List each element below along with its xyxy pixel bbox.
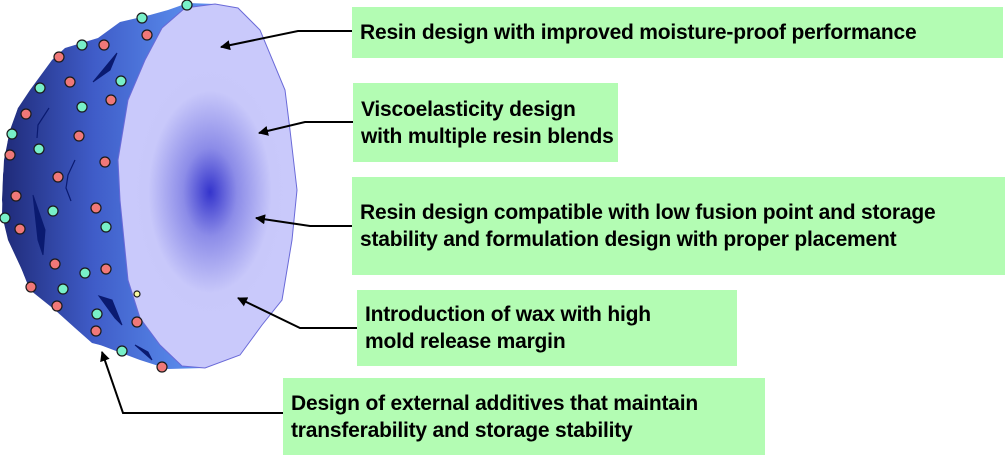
toner-shell-back <box>2 3 205 369</box>
callout-text: Resin design with improved moisture-proo… <box>360 21 917 44</box>
crack-line <box>65 159 76 202</box>
additive-particle-teal <box>33 143 45 155</box>
additive-particle-teal <box>57 283 69 295</box>
additive-particle-red <box>131 316 143 328</box>
callout-text: Introduction of wax with high <box>365 303 651 326</box>
additive-particle-teal <box>115 75 127 87</box>
arrow-4 <box>237 297 357 329</box>
callout-text: stability and formulation design with pr… <box>360 228 897 251</box>
additive-particle-yellow <box>133 290 141 298</box>
additive-particle-teal <box>34 82 46 94</box>
additive-particle-red <box>53 51 65 63</box>
additive-particle-red <box>20 108 32 120</box>
additive-particle-teal <box>6 128 18 140</box>
additive-particle-teal <box>181 0 193 11</box>
additive-particle-teal <box>76 39 88 51</box>
additive-particle-red <box>90 202 102 214</box>
callout-wax: Introduction of wax with high mold relea… <box>357 290 737 366</box>
callout-text: mold release margin <box>365 330 566 353</box>
additive-particle-teal <box>136 12 148 24</box>
additive-particle-teal <box>76 101 88 113</box>
additive-particle-teal <box>100 221 112 233</box>
additive-particle-red <box>73 130 85 142</box>
additive-particle-red <box>99 156 111 168</box>
additive-particle-red <box>105 94 117 106</box>
arrow-5 <box>100 351 283 414</box>
arrow-3 <box>255 214 352 227</box>
wax-domain <box>97 295 123 326</box>
callout-moisture-proof: Resin design with improved moisture-proo… <box>352 7 1003 58</box>
external-additives <box>0 0 193 373</box>
additive-particle-teal <box>0 212 11 224</box>
callout-text: with multiple resin blends <box>361 124 614 148</box>
additive-particle-red <box>52 171 64 183</box>
callout-text: Resin design compatible with low fusion … <box>360 201 936 224</box>
arrow-1 <box>220 30 352 51</box>
additive-particle-red <box>4 149 16 161</box>
crack-line <box>36 107 50 139</box>
additive-particle-red <box>49 258 61 270</box>
additive-particle-red <box>51 300 63 312</box>
additive-particle-red <box>98 39 110 51</box>
additive-particle-red <box>90 325 102 337</box>
additive-particle-teal <box>91 308 103 320</box>
callout-low-fusion-resin: Resin design compatible with low fusion … <box>352 177 1005 275</box>
additive-particle-teal <box>79 267 91 279</box>
additive-particle-teal <box>116 345 128 357</box>
additive-particle-teal <box>47 205 59 217</box>
additive-particle-red <box>141 29 153 41</box>
callout-viscoelasticity: Viscoelasticity design with multiple res… <box>353 83 618 162</box>
additive-particle-red <box>25 281 37 293</box>
additive-particle-red <box>10 190 22 202</box>
wax-domains <box>32 52 153 361</box>
toner-core <box>117 3 298 369</box>
callout-text: transferability and storage stability <box>291 418 633 442</box>
arrow-2 <box>258 121 353 136</box>
wax-domain <box>92 52 118 83</box>
leader-lines <box>100 30 357 414</box>
additive-particle-red <box>14 223 26 235</box>
additive-particle-red <box>100 263 112 275</box>
callout-text: Design of external additives that mainta… <box>291 391 699 415</box>
wax-domain <box>134 344 153 361</box>
additive-particle-red <box>64 76 76 88</box>
wax-domain <box>32 194 46 256</box>
additive-particle-red <box>156 361 168 373</box>
callout-text: Viscoelasticity design <box>361 97 576 121</box>
callout-external-additives: Design of external additives that mainta… <box>283 378 765 455</box>
